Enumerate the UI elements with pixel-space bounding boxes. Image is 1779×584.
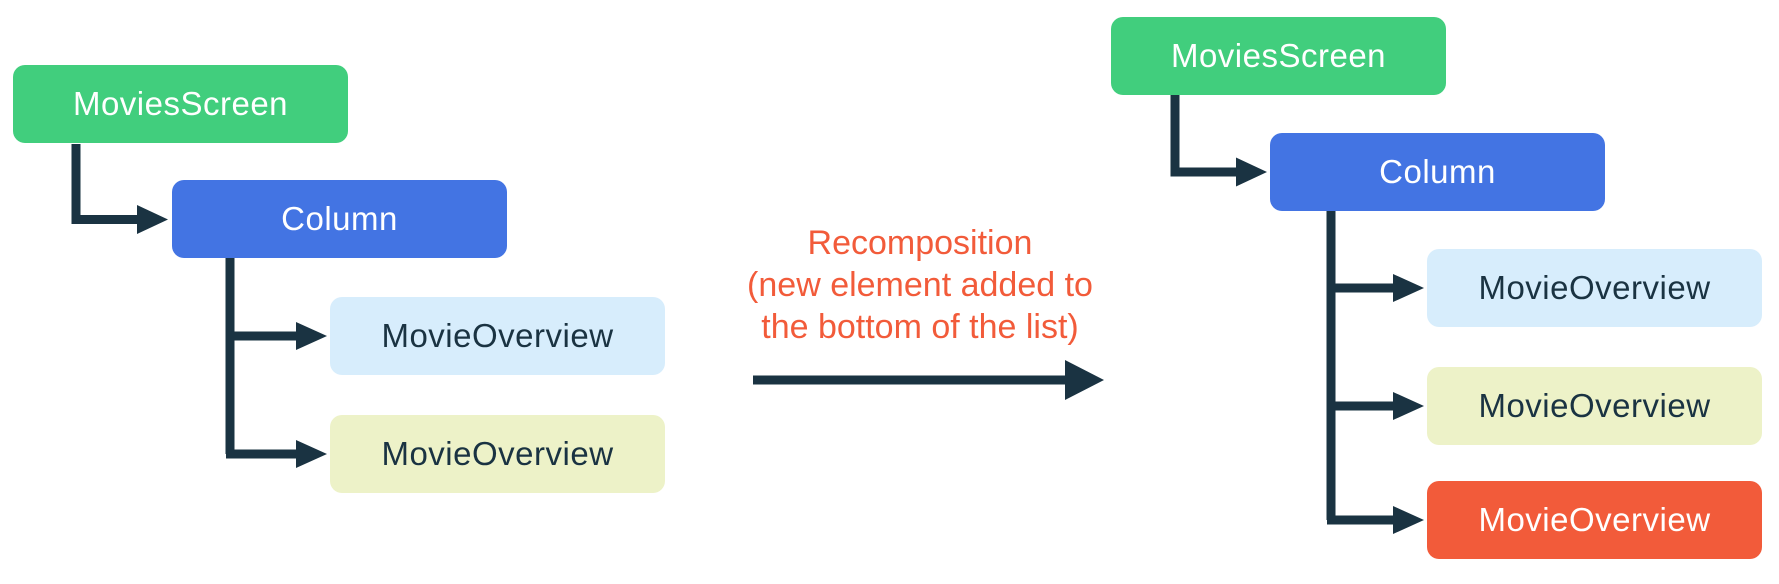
right-tree-movieoverview-node-2: MovieOverview (1427, 367, 1762, 445)
arrow-right-icon (296, 440, 327, 468)
arrow-right-icon (1393, 506, 1424, 534)
arrow-right-icon (296, 322, 327, 350)
recomposition-annotation: Recomposition (new element added to the … (645, 222, 1195, 348)
node-label: Column (281, 200, 398, 237)
annotation-line-2: (new element added to (747, 266, 1093, 304)
node-label: MovieOverview (381, 435, 614, 472)
annotation-line-1: Recomposition (807, 224, 1033, 262)
left-tree-column-node: Column (172, 180, 507, 258)
annotation-line-3: the bottom of the list) (761, 308, 1079, 346)
right-tree-movieoverview-node-new: MovieOverview (1427, 481, 1762, 559)
left-tree-movieoverview-node-2: MovieOverview (330, 415, 665, 493)
right-root-to-column-connector (1170, 95, 1267, 187)
arrow-right-icon (1393, 392, 1424, 420)
node-label: MovieOverview (381, 317, 614, 354)
arrow-right-icon (1236, 157, 1267, 187)
right-tree-column-node: Column (1270, 133, 1605, 211)
node-label: MovieOverview (1478, 269, 1711, 306)
node-label: MovieOverview (1478, 501, 1711, 538)
right-tree-movieoverview-node-1: MovieOverview (1427, 249, 1762, 327)
right-column-to-children-connector (1326, 211, 1424, 534)
left-tree-movieoverview-node-1: MovieOverview (330, 297, 665, 375)
left-root-to-column-connector (71, 144, 168, 234)
right-tree-moviesscreen-node: MoviesScreen (1111, 17, 1446, 95)
node-label: MoviesScreen (1170, 37, 1387, 74)
recomposition-arrow-icon (753, 360, 1104, 400)
arrow-right-icon (1393, 274, 1424, 302)
node-label: MovieOverview (1478, 387, 1711, 424)
left-column-to-children-connector (225, 258, 327, 468)
node-label: Column (1379, 153, 1496, 190)
node-label: MoviesScreen (72, 85, 289, 122)
arrow-right-icon (137, 205, 168, 234)
left-tree-moviesscreen-node: MoviesScreen (13, 65, 348, 143)
